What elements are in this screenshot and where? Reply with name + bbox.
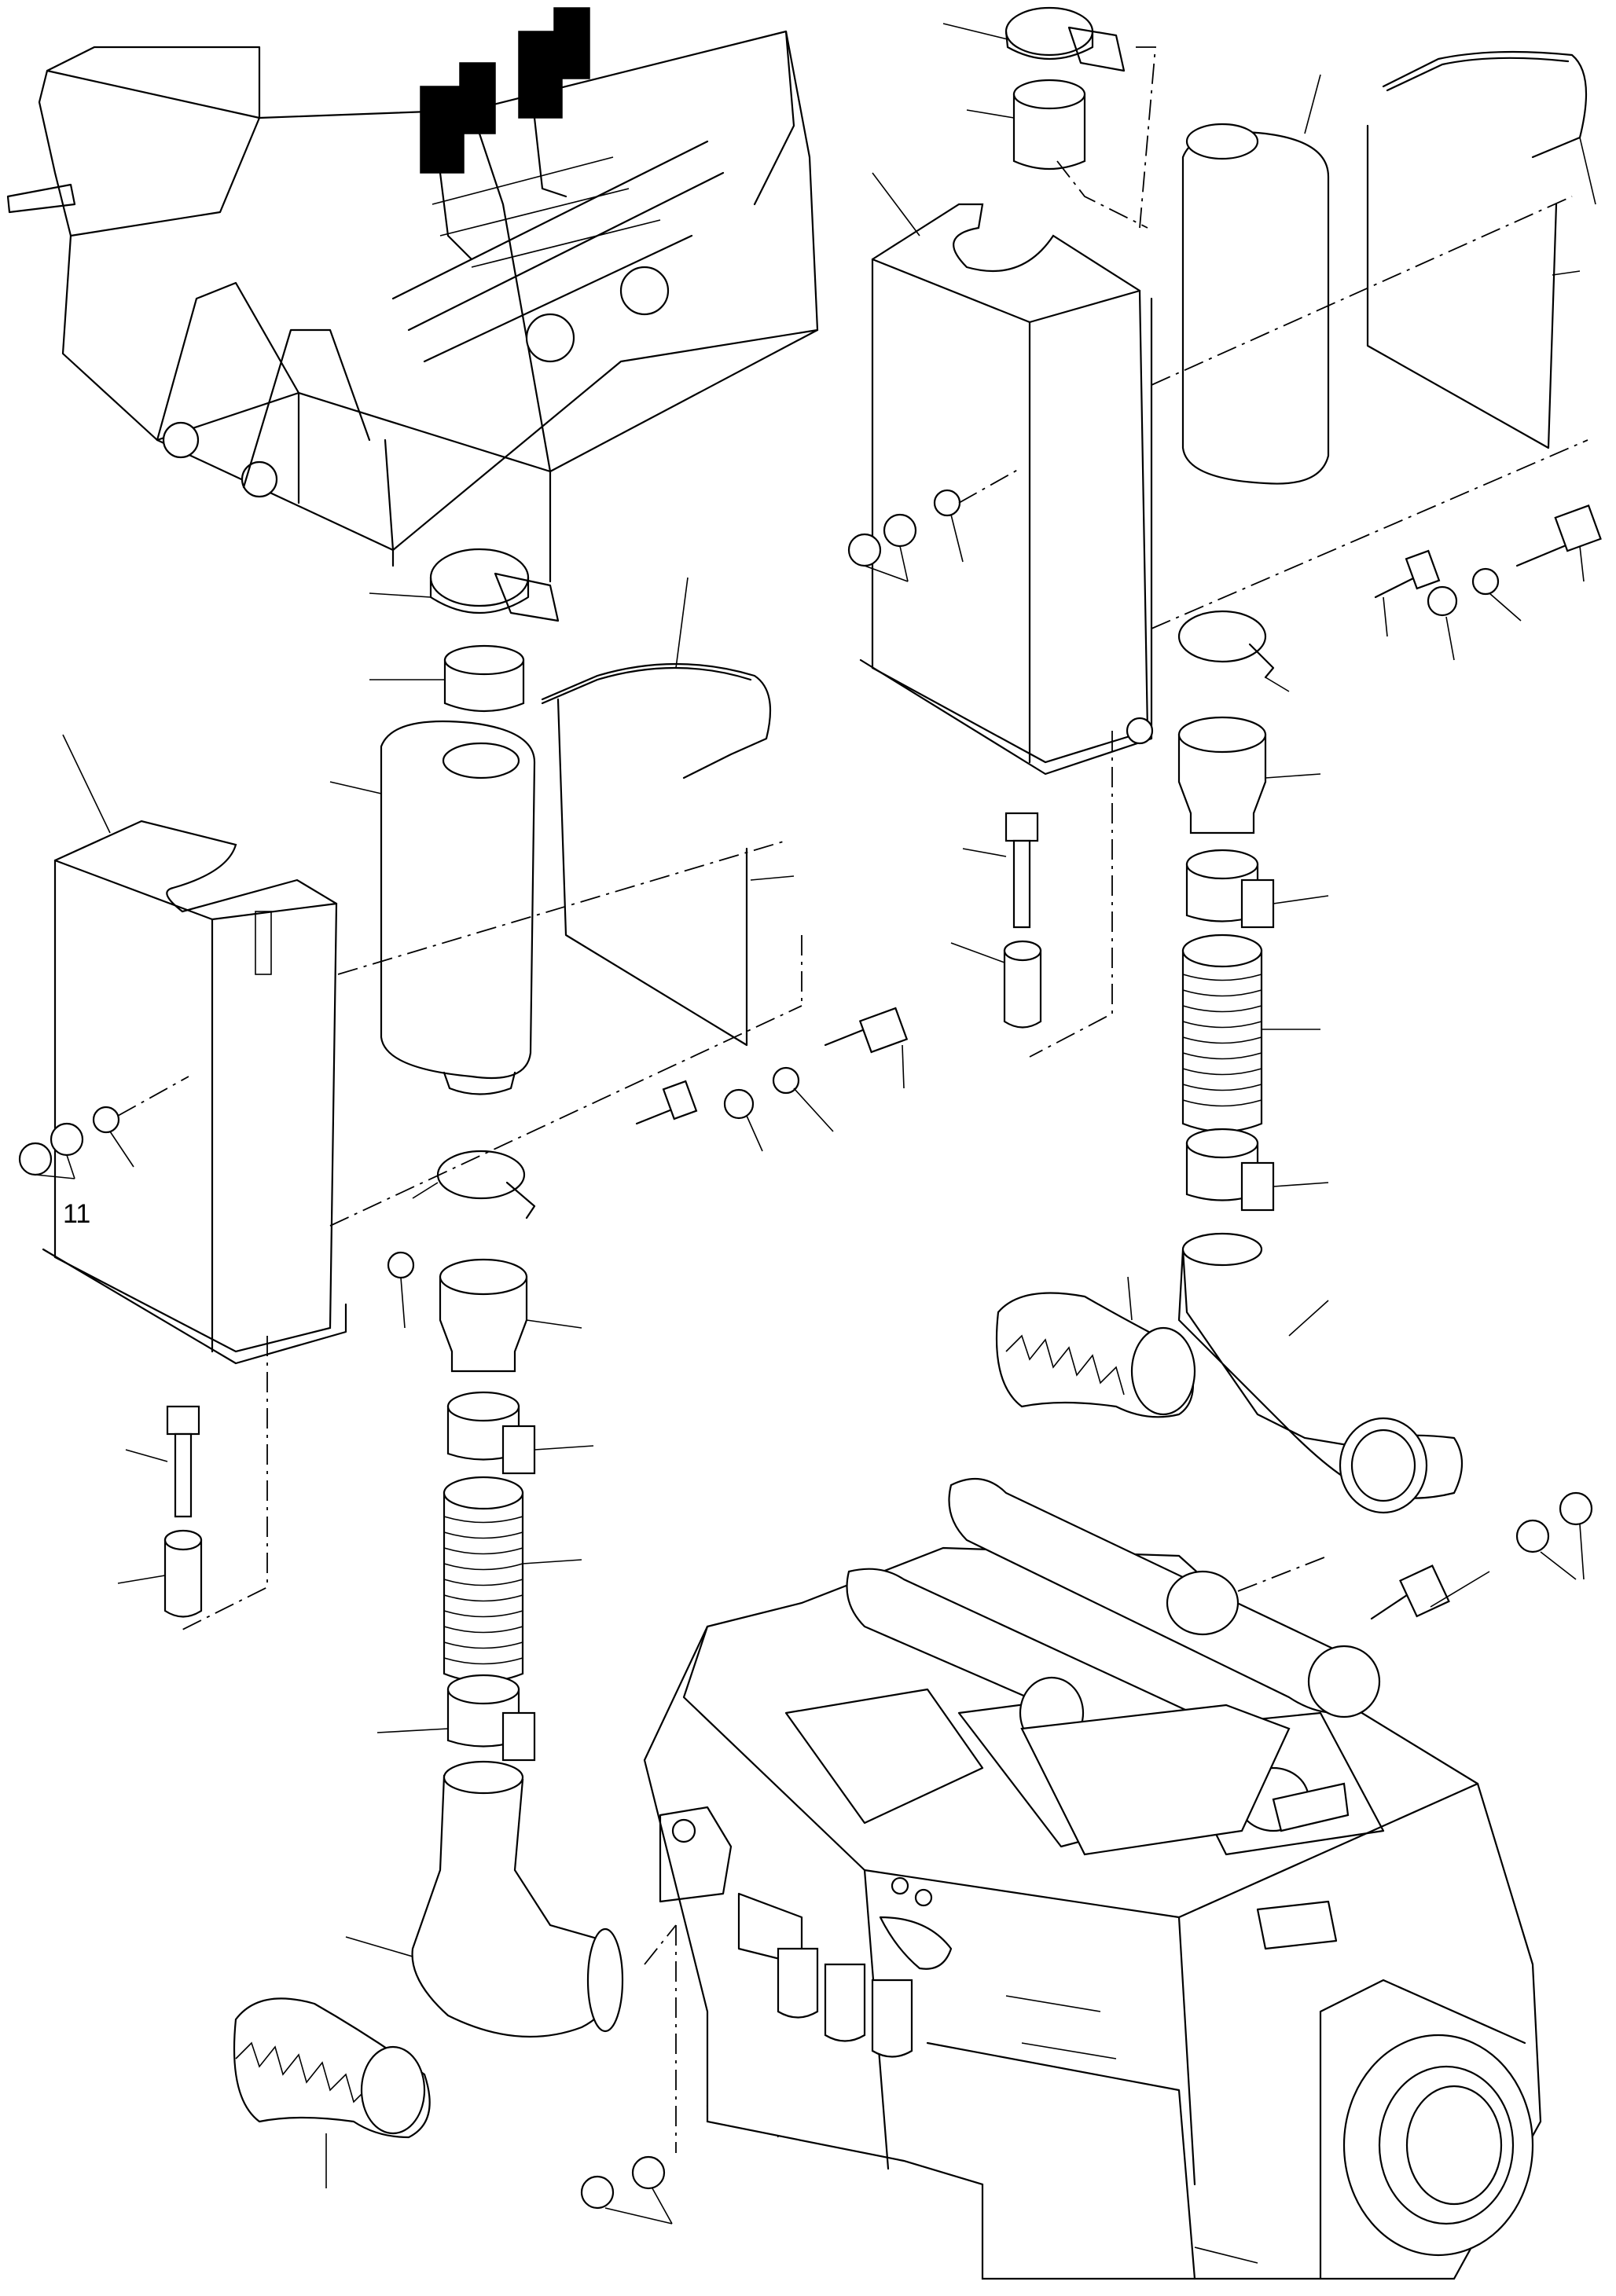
engine bbox=[643, 1477, 1542, 2280]
right-exhaust-assembly bbox=[847, 6, 1602, 1620]
left-exhaust-assembly bbox=[18, 548, 909, 2224]
callout-11-label: 11 bbox=[63, 1199, 90, 1229]
machine-overview bbox=[6, 7, 819, 583]
